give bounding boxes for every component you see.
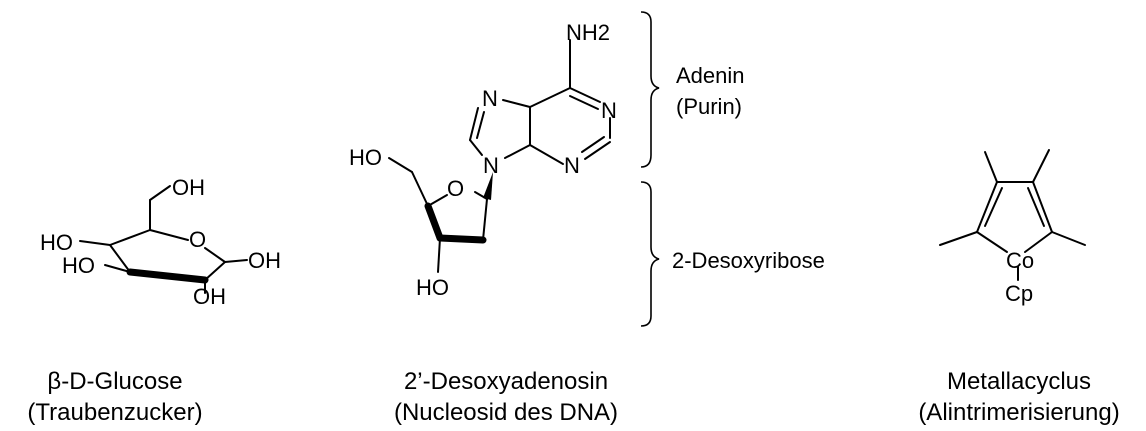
- glucose-atom-ho-1: HO: [40, 230, 73, 255]
- desoxy-atom-o-ring: O: [447, 176, 464, 201]
- glucose-name: β-D-Glucose: [47, 368, 182, 395]
- desoxyribose-label: 2-Desoxyribose: [672, 248, 825, 273]
- glucose-subtitle: (Traubenzucker): [27, 399, 202, 426]
- desoxy-atom-ho-3: HO: [416, 275, 449, 300]
- adenin-label: Adenin: [676, 63, 745, 88]
- purin-label: (Purin): [676, 94, 742, 119]
- desoxy-atom-n9: N: [483, 153, 499, 178]
- glucose-structure: OH O HO HO OH OH: [40, 175, 281, 309]
- desoxy-atom-n1: N: [601, 98, 617, 123]
- metallacyclus-name: Metallacyclus: [947, 368, 1091, 395]
- ribose-bonds: [388, 157, 493, 273]
- desoxyribose-brace: [640, 181, 660, 327]
- adenin-brace: [640, 11, 660, 168]
- glucose-atom-oh-right: OH: [248, 248, 281, 273]
- glucose-atom-ho-2: HO: [62, 253, 95, 278]
- desoxyadenosin-subtitle: (Nucleosid des DNA): [394, 399, 618, 426]
- metallacyclus-atom-co: Co: [1006, 248, 1034, 273]
- desoxyadenosin-name: 2’-Desoxyadenosin: [404, 368, 608, 395]
- metallacyclus-subtitle: (Alintrimerisierung): [918, 399, 1119, 426]
- desoxy-atom-n3: N: [564, 153, 580, 178]
- desoxy-atom-nh2: NH2: [566, 20, 610, 45]
- desoxy-atom-n7: N: [482, 86, 498, 111]
- glucose-atom-oh-bottom: OH: [193, 284, 226, 309]
- glucose-bonds: [79, 185, 248, 294]
- desoxy-atom-ho-5: HO: [349, 145, 382, 170]
- metallacyclus-bonds: [939, 149, 1086, 281]
- metallacyclus-atom-cp: Cp: [1005, 281, 1033, 306]
- desoxyadenosin-structure: NH2 N N N N O HO HO: [349, 20, 617, 300]
- glucose-atom-o-ring: O: [189, 227, 206, 252]
- metallacyclus-structure: Co Cp: [939, 149, 1086, 306]
- adenine-bonds: [469, 39, 611, 165]
- glucose-atom-oh-top: OH: [172, 175, 205, 200]
